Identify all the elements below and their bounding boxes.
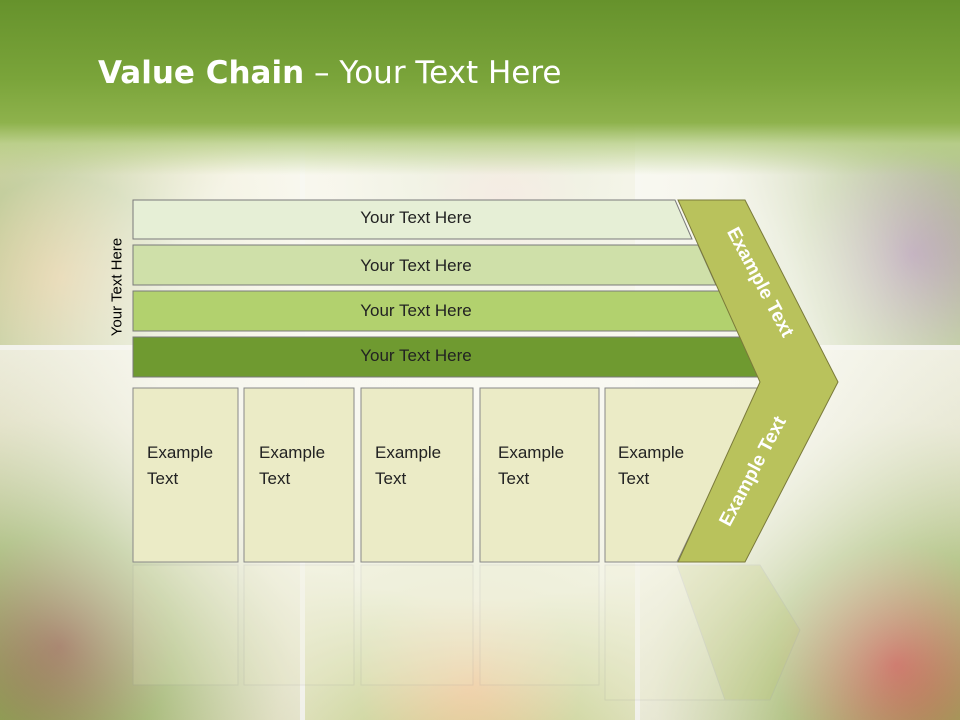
row-label-2: Your Text Here [360, 256, 472, 275]
column-5-line1: Example [618, 443, 685, 462]
row-label-3: Your Text Here [360, 301, 472, 320]
column-1-line1: Example [147, 443, 214, 462]
reflection [132, 564, 801, 701]
column-label-2: Example Text [259, 440, 325, 492]
column-3-line1: Example [375, 443, 442, 462]
column-label-5: Example Text [618, 440, 684, 492]
row-label-1: Your Text Here [360, 208, 472, 227]
row-label-4: Your Text Here [360, 346, 472, 365]
column-label-1: Example Text [147, 440, 213, 492]
column-box-2 [243, 387, 355, 563]
column-box-3 [360, 387, 474, 563]
column-5-line2: Text [618, 469, 650, 488]
chevron-arrow [677, 199, 839, 563]
column-4-line2: Text [498, 469, 530, 488]
header-band [0, 0, 960, 175]
column-2-line1: Example [259, 443, 326, 462]
title-bold: Value Chain [98, 55, 305, 91]
column-label-4: Example Text [498, 440, 564, 492]
column-box-5 [604, 387, 761, 563]
slide-title: Value Chain – Your Text Here [98, 55, 561, 91]
column-2-line2: Text [259, 469, 291, 488]
title-rest: – Your Text Here [304, 55, 562, 91]
column-3-line2: Text [375, 469, 407, 488]
column-box-1 [132, 387, 239, 563]
row-bar-1 [132, 199, 693, 240]
column-box-4 [479, 387, 600, 563]
column-1-line2: Text [147, 469, 179, 488]
column-label-3: Example Text [375, 440, 441, 492]
column-4-line1: Example [498, 443, 565, 462]
